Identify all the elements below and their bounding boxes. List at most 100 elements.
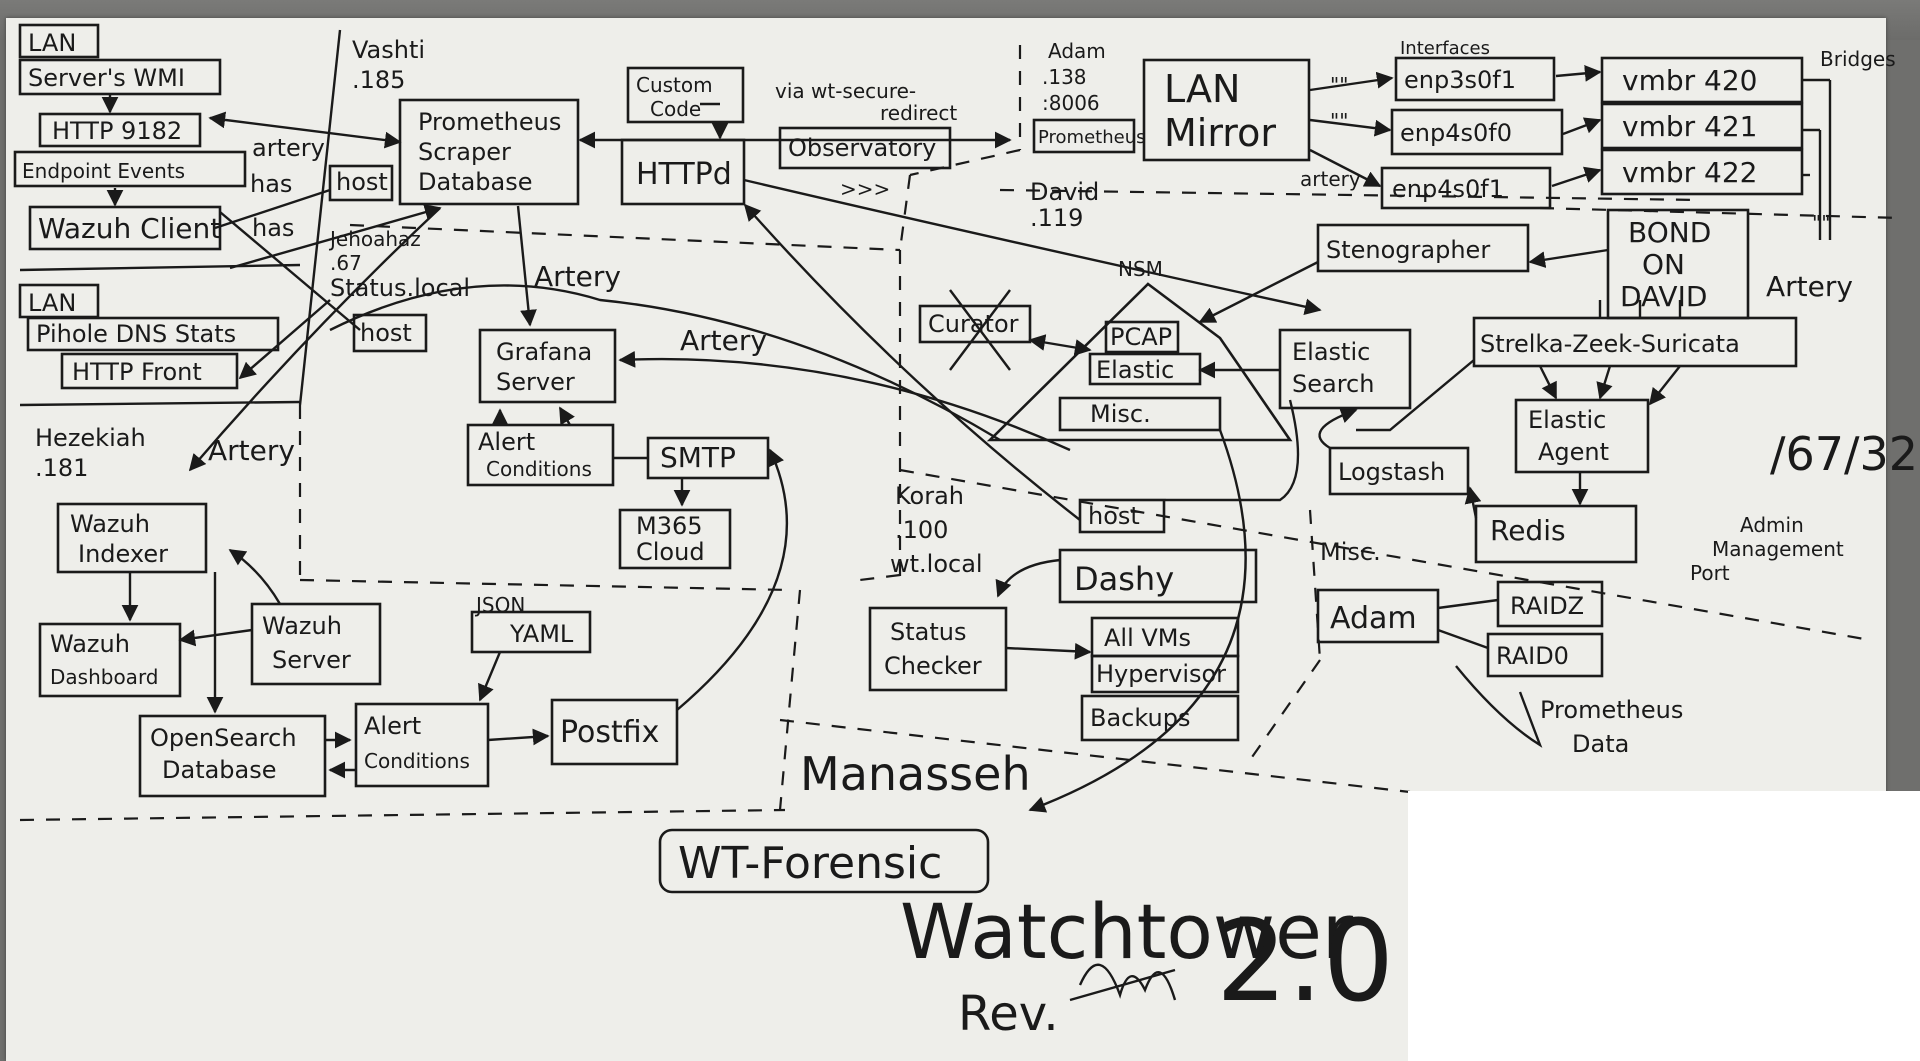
status-checker-line2: Checker [884,652,982,680]
smtp-node: SMTP [660,441,736,474]
zone-jehoahaz-ip: .67 [330,251,362,275]
enp4s0f0-node: enp4s0f0 [1400,119,1512,147]
artery-label-2: Artery [534,260,621,293]
ports-label: /67/32 [1770,427,1918,481]
hypervisor-node: Hypervisor [1096,660,1226,688]
zone-lan-top: LAN [28,29,76,57]
whiteout-box [1408,791,1920,1061]
nsm-label: NSM [1118,257,1163,281]
strelka-node: Strelka-Zeek-Suricata [1480,330,1740,358]
bond-line2: ON [1642,248,1685,281]
zone-hezekiah-name: Hezekiah [35,424,146,452]
admin-port-line2: Management [1712,537,1844,561]
elastic-search-line2: Search [1292,370,1374,398]
title-watchtower: Watchtower [900,887,1354,976]
custom-code-line2: Code [650,97,701,121]
wt-forensic-node: WT-Forensic [678,838,942,889]
zone-jehoahaz-domain: Status.local [330,274,470,302]
artery-label-6: Artery [1766,270,1853,303]
custom-code-line1: Custom [636,73,713,97]
edge-labels: artery has has Artery Artery Artery arte… [208,134,1853,467]
host-jehoahaz: host [360,319,412,347]
yaml-label: YAML [509,620,574,648]
zone-adam-name: Adam [1048,39,1106,63]
http-front-node: HTTP Front [72,358,202,386]
wazuh-dashboard-line2: Dashboard [50,665,159,689]
admin-port-line1: Admin [1740,513,1804,537]
hezekiah-section: Wazuh Indexer Wazuh Dashboard Wazuh Serv… [38,502,679,798]
wazuh-client-node: Wazuh Client [38,212,221,245]
has-label-2: has [252,214,294,242]
host-vashti: host [336,168,388,196]
zone-labels: LAN LAN Vashti .185 Adam .138 :8006 Davi… [18,23,1381,801]
alert-grafana-line1: Alert [478,428,535,456]
zone-vashti-ip: .185 [352,66,405,94]
quote-mark-right: "" [1812,211,1830,235]
zone-korah-domain: wt.local [890,550,983,578]
stenographer-node: Stenographer [1326,236,1490,264]
opensearch-line2: Database [162,756,277,784]
zone-jehoahaz-name: Jehoahaz [328,227,421,251]
json-label: JSON [474,593,525,617]
bridges-label: Bridges [1820,47,1896,71]
signature-scribble [1069,963,1177,1002]
lan-mirror-line1: LAN [1164,67,1240,111]
elastic-node: Elastic [1096,356,1174,384]
dashy-node: Dashy [1074,560,1174,598]
quote-mark-left-2: "" [1330,109,1348,133]
adam-misc-node: Adam [1330,601,1417,636]
raid0-node: RAID0 [1496,642,1569,670]
zone-misc: Misc. [1320,538,1381,566]
backups-node: Backups [1090,704,1190,732]
alert-wazuh-line2: Conditions [364,749,470,773]
k-marks: >>> [840,177,890,201]
grafana-line2: Server [496,368,575,396]
prometheus-line2: Scraper [418,138,511,166]
artery-label-3: Artery [680,324,767,357]
vashti-section: Prometheus Scraper Database host host Cu… [328,66,957,570]
artery-label-4: Artery [208,434,295,467]
endpoint-events-node: Endpoint Events [22,159,185,183]
lan-mirror-line2: Mirror [1164,111,1276,155]
title-block: WT-Forensic Watchtower 2.0 Rev. [658,828,1394,1042]
http-9182-node: HTTP 9182 [52,117,182,145]
alert-grafana-line2: Conditions [486,457,592,481]
zone-korah-ip: .100 [895,516,948,544]
observatory-node: Observatory [788,134,936,162]
via-annotation-1: via wt-secure- [775,79,916,103]
wazuh-dashboard-line1: Wazuh [50,630,130,658]
adam-top-section: Prometheus LAN Mirror Interfaces Bridges… [1032,38,1896,240]
m365-line2: Cloud [636,538,705,566]
zone-korah-name: Korah [895,482,964,510]
bond-line3: DAVID [1620,280,1707,313]
interfaces-label: Interfaces [1400,38,1490,59]
enp3s0f1-node: enp3s0f1 [1404,66,1516,94]
has-label-1: has [250,170,292,198]
wazuh-server-line1: Wazuh [262,612,342,640]
elastic-agent-line1: Elastic [1528,406,1606,434]
vmbr420-node: vmbr 420 [1622,64,1757,97]
prometheus-data-line2: Data [1572,730,1629,758]
vmbr422-node: vmbr 422 [1622,156,1757,189]
quote-mark-left-1: "" [1330,73,1348,97]
redis-node: Redis [1490,514,1566,547]
opensearch-line1: OpenSearch [150,724,297,752]
misc-box-node: Misc. [1090,400,1151,428]
artery-label-5: artery [1300,167,1361,191]
admin-port-line3: Port [1690,561,1730,585]
wazuh-indexer-line1: Wazuh [70,510,150,538]
pcap-node: PCAP [1110,323,1172,351]
zone-hezekiah-ip: .181 [35,454,88,482]
raidz-node: RAIDZ [1510,592,1584,620]
curator-node: Curator [928,310,1019,338]
lan-section: Server's WMI HTTP 9182 Endpoint Events W… [13,58,280,390]
enp4s0f1-node: enp4s0f1 [1392,175,1504,203]
zone-vashti-name: Vashti [352,36,425,64]
artery-label-1: artery [252,134,325,162]
status-checker-line1: Status [890,618,966,646]
title-rev: Rev. [958,986,1059,1042]
david-section: BOND ON DAVID Stenographer Strelka-Zeek-… [918,208,1798,564]
via-annotation-2: redirect [880,101,957,125]
misc-section: Adam RAIDZ RAID0 Prometheus Data /67/32 … [1316,427,1918,758]
pihole-dns-node: Pihole DNS Stats [36,320,236,348]
